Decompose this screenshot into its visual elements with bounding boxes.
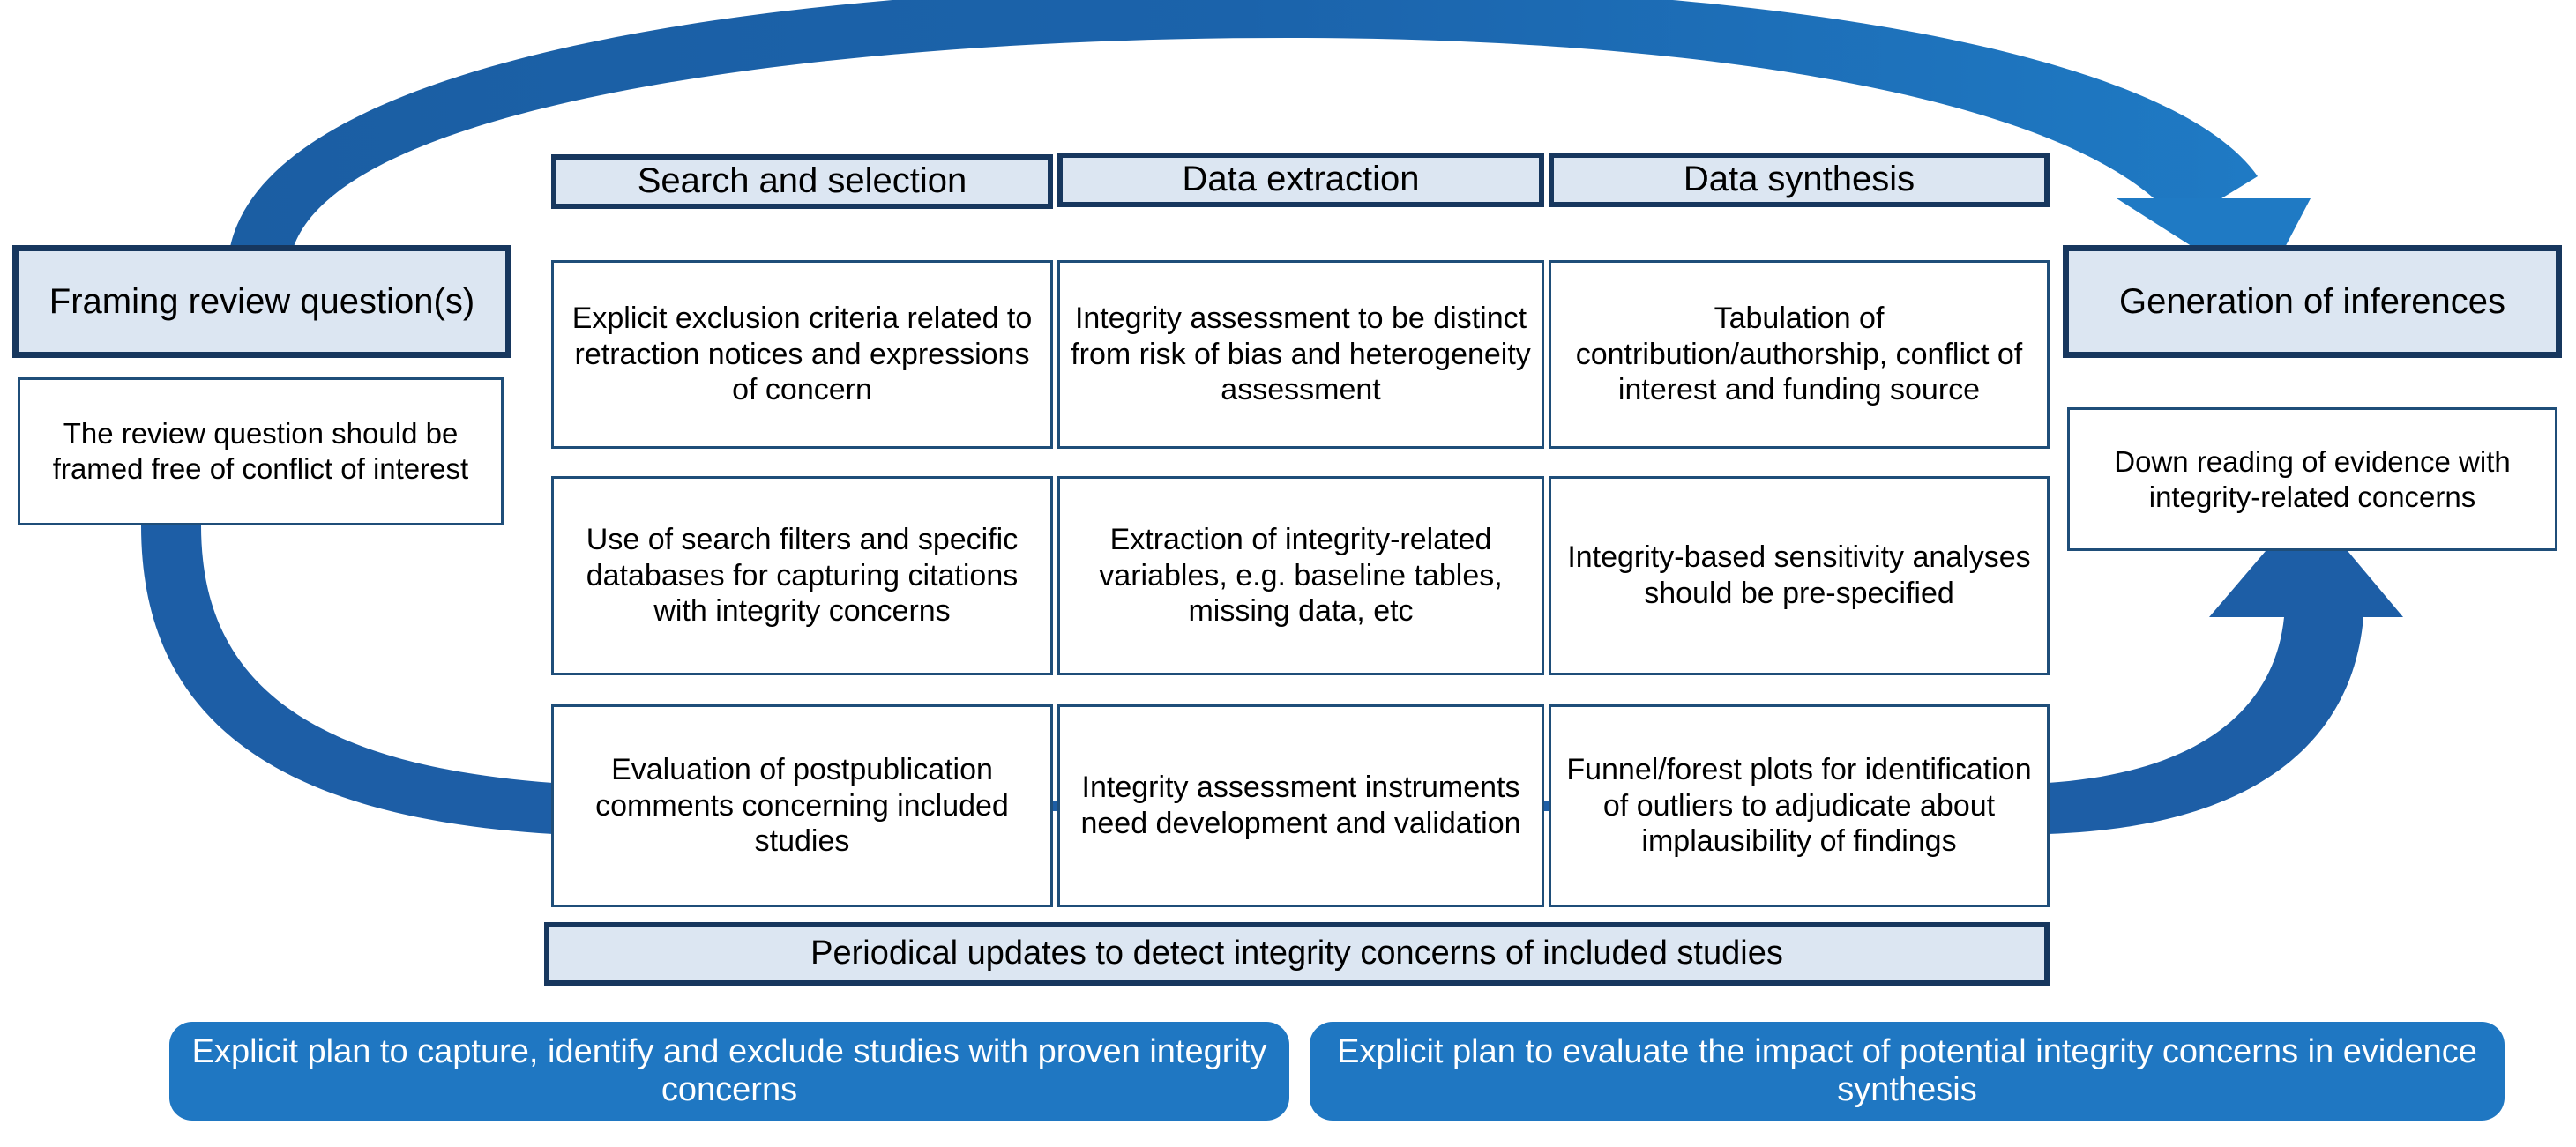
grid-cell[interactable]: Explicit exclusion criteria related to r… (551, 260, 1053, 449)
note-framing-label: The review question should be framed fre… (52, 417, 469, 485)
grid-cell[interactable]: Integrity assessment instruments need de… (1057, 704, 1544, 907)
grid-cell-label: Explicit exclusion criteria related to r… (571, 301, 1033, 407)
grid-cell-label: Tabulation of contribution/authorship, c… (1575, 301, 2023, 407)
grid-cell-label: Extraction of integrity-related variable… (1099, 522, 1503, 629)
stage-generation-label: Generation of inferences (2118, 281, 2506, 321)
note-generation-label: Down reading of evidence with integrity-… (2114, 444, 2511, 513)
bottom-pill-label: Explicit plan to capture, identify and e… (191, 1032, 1267, 1108)
grid-cell[interactable]: Integrity assessment to be distinct from… (1057, 260, 1544, 449)
periodical-updates-label: Periodical updates to detect integrity c… (810, 935, 1783, 972)
grid-cell-label: Use of search filters and specific datab… (586, 522, 1019, 629)
grid-cell[interactable]: Funnel/forest plots for identification o… (1549, 704, 2050, 907)
column-header-data-extraction[interactable]: Data extraction (1057, 153, 1544, 207)
grid-cell[interactable]: Extraction of integrity-related variable… (1057, 476, 1544, 675)
stage-framing-review-question[interactable]: Framing review question(s) (12, 245, 511, 358)
column-header-search-and-selection[interactable]: Search and selection (551, 154, 1053, 209)
bottom-pill-evaluate-impact[interactable]: Explicit plan to evaluate the impact of … (1310, 1022, 2505, 1121)
bottom-right-arc-arrow (2048, 503, 2403, 834)
grid-cell[interactable]: Tabulation of contribution/authorship, c… (1549, 260, 2050, 449)
note-generation-of-inferences[interactable]: Down reading of evidence with integrity-… (2067, 407, 2557, 551)
bottom-left-arc-arrow (141, 525, 553, 834)
grid-cell-label: Funnel/forest plots for identification o… (1566, 752, 2032, 859)
column-header-data-synthesis[interactable]: Data synthesis (1549, 153, 2050, 207)
stage-generation-of-inferences[interactable]: Generation of inferences (2063, 245, 2562, 358)
grid-cell[interactable]: Integrity-based sensitivity analyses sho… (1549, 476, 2050, 675)
column-header-label: Search and selection (637, 161, 967, 201)
grid-cell-label: Integrity assessment to be distinct from… (1071, 301, 1531, 407)
grid-cell[interactable]: Evaluation of postpublication comments c… (551, 704, 1053, 907)
top-arc-arrow (229, 0, 2311, 291)
note-framing-review-question[interactable]: The review question should be framed fre… (18, 377, 504, 525)
column-header-label: Data extraction (1182, 160, 1420, 199)
grid-cell-label: Evaluation of postpublication comments c… (595, 752, 1009, 859)
grid-cell[interactable]: Use of search filters and specific datab… (551, 476, 1053, 675)
column-header-label: Data synthesis (1683, 160, 1915, 199)
stage-framing-label: Framing review question(s) (49, 281, 475, 321)
grid-cell-label: Integrity-based sensitivity analyses sho… (1567, 540, 2031, 610)
bottom-pill-capture-identify-exclude[interactable]: Explicit plan to capture, identify and e… (169, 1022, 1289, 1121)
grid-cell-label: Integrity assessment instruments need de… (1080, 771, 1521, 840)
periodical-updates-bar[interactable]: Periodical updates to detect integrity c… (544, 922, 2050, 986)
bottom-pill-label: Explicit plan to evaluate the impact of … (1337, 1032, 2477, 1108)
